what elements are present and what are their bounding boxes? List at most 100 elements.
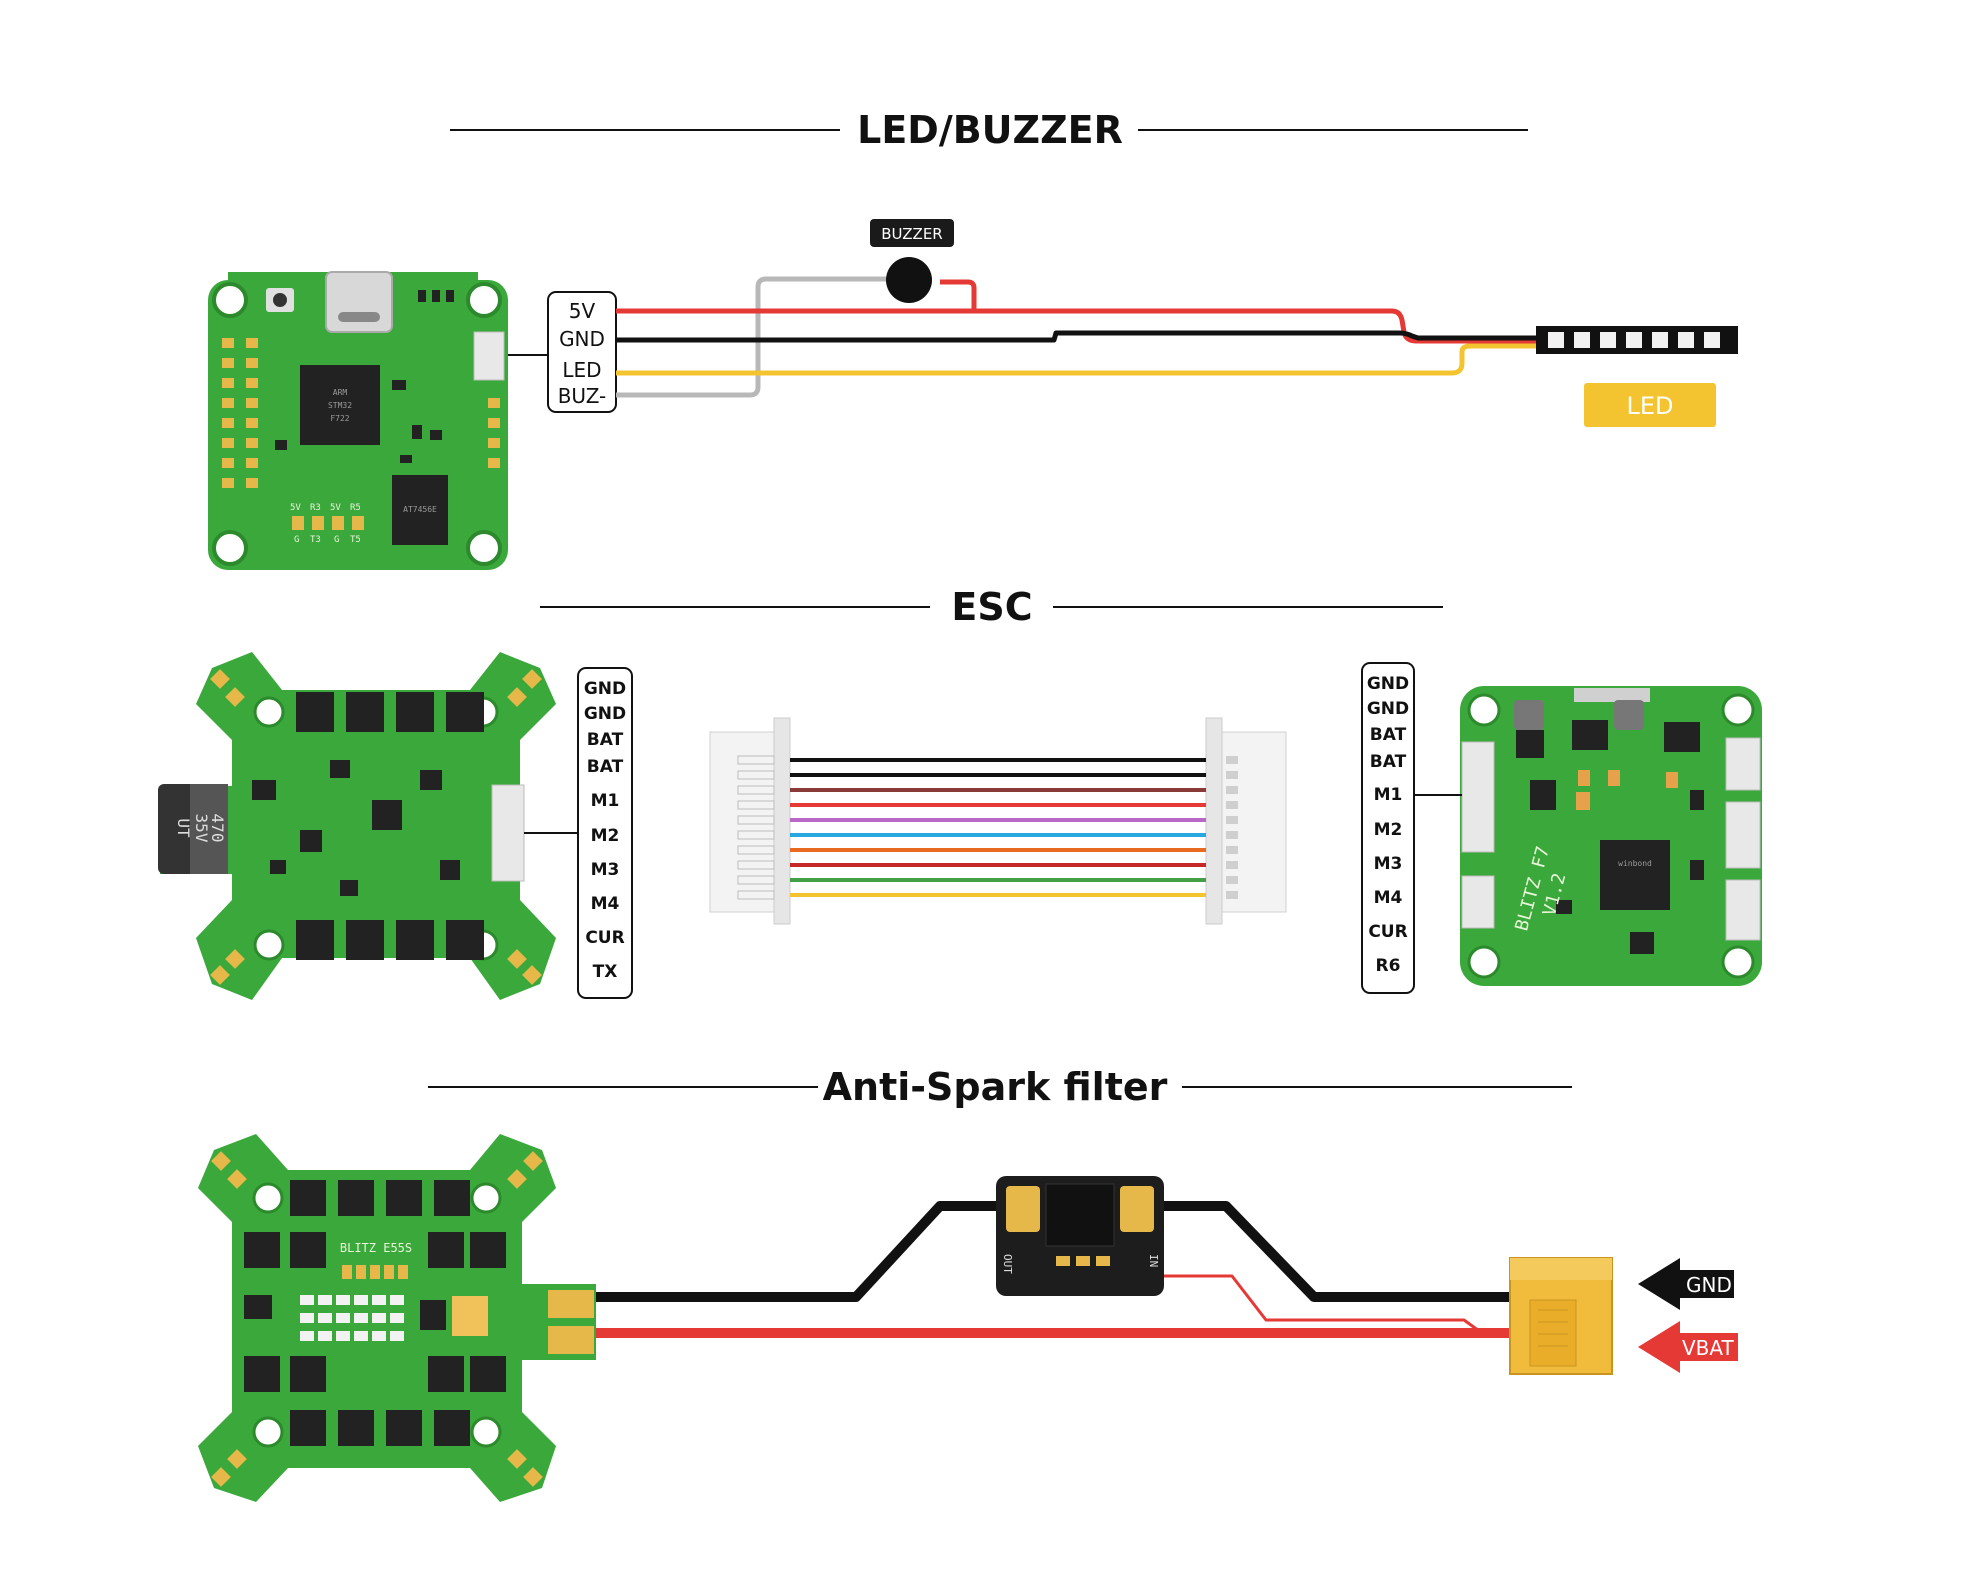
esc_right-pin-8: CUR [1368, 922, 1407, 942]
svg-text:IN: IN [1147, 1254, 1160, 1267]
antispark-wire-black-batt [1152, 1201, 1512, 1302]
section-title-esc: ESC [951, 585, 1032, 629]
ribbon-pin-left-8 [737, 875, 775, 885]
svg-text:470: 470 [208, 814, 227, 843]
esc_right-pin-1: GND [1367, 699, 1409, 719]
ribbon-pin-right-2 [1226, 786, 1238, 794]
ribbon-pin-right-1 [1226, 771, 1238, 779]
esc_right-pin-7: M4 [1374, 888, 1403, 908]
esc_right-pin-6: M3 [1374, 854, 1403, 874]
ribbon-pin-right-0 [1226, 756, 1238, 764]
esc_left-pin-5: M2 [591, 826, 620, 846]
antispark-filter-module: OUT IN [996, 1176, 1164, 1296]
wire-gnd [616, 330, 1540, 343]
svg-text:AT7456E: AT7456E [403, 505, 437, 514]
svg-text:F722: F722 [330, 414, 349, 423]
esc-left-pinout [577, 667, 633, 999]
led-strip: LED [1536, 326, 1738, 427]
svg-text:winbond: winbond [1618, 859, 1652, 868]
svg-text:T5: T5 [350, 535, 361, 545]
wire-5v [616, 308, 1540, 344]
esc-board-antispark: BLITZ E55S [198, 1134, 596, 1502]
esc_left-pin-1: GND [584, 704, 626, 724]
flight-controller-board: ARM STM32 F722 AT7456E 5V R3 5V R5 G T3 … [208, 271, 508, 570]
svg-text:OUT: OUT [1001, 1254, 1014, 1274]
mcu-chip [300, 365, 380, 445]
svg-text:BLITZ E55S: BLITZ E55S [340, 1241, 412, 1255]
esc_left-pin-4: M1 [591, 791, 620, 811]
ribbon-pin-right-7 [1226, 861, 1238, 869]
section-title-antispark: Anti-Spark filter [823, 1065, 1168, 1109]
ribbon-pin-left-5 [737, 830, 775, 840]
esc_left-pin-2: BAT [587, 730, 624, 750]
ribbon-pin-left-6 [737, 845, 775, 855]
esc_left-pin-7: M4 [591, 894, 620, 914]
svg-text:R5: R5 [350, 503, 361, 513]
antispark-wire-black-esc [596, 1201, 1008, 1302]
svg-text:ARM: ARM [333, 388, 348, 397]
svg-text:35V: 35V [192, 814, 211, 843]
ribbon-pin-left-0 [737, 755, 775, 765]
ribbon-pin-right-6 [1226, 846, 1238, 854]
esc_right-pin-5: M2 [1374, 820, 1403, 840]
ribbon-pin-right-9 [1226, 891, 1238, 899]
section-antispark-header: Anti-Spark filter [428, 1065, 1572, 1109]
xt60-connector [1509, 1257, 1613, 1375]
fc-led-connector [547, 291, 617, 413]
gnd-arrow: GND [1638, 1258, 1734, 1310]
antispark-wire-thin-red [1144, 1274, 1483, 1335]
esc_left-pin-0: GND [584, 679, 626, 699]
wire-5v-buzzer [940, 279, 977, 311]
esc_left-pin-9: TX [593, 962, 618, 982]
buzzer: BUZZER [870, 219, 954, 303]
ribbon-pin-right-4 [1226, 816, 1238, 824]
esc-ribbon-cable [709, 717, 1287, 925]
ribbon-pin-right-3 [1226, 801, 1238, 809]
svg-text:G: G [334, 535, 339, 545]
section-title-led-buzzer: LED/BUZZER [857, 108, 1123, 152]
svg-text:5V: 5V [290, 503, 301, 513]
osd-chip [392, 475, 448, 545]
led-label: LED [1626, 392, 1673, 420]
ribbon-pin-left-9 [737, 890, 775, 900]
ribbon-pin-left-7 [737, 860, 775, 870]
fc-board-right: winbond BLITZ F7 V1.2 [1460, 686, 1762, 986]
wire-led [616, 343, 1540, 376]
esc-board-left: 470 35V UT [158, 652, 556, 1000]
vbat-label: VBAT [1682, 1336, 1735, 1360]
gnd-label: GND [1686, 1273, 1732, 1297]
svg-text:5V: 5V [330, 503, 341, 513]
vbat-arrow: VBAT [1638, 1321, 1738, 1373]
esc_right-pin-9: R6 [1376, 956, 1401, 976]
svg-text:UT: UT [174, 818, 193, 838]
section-esc-header: ESC [540, 585, 1443, 629]
svg-text:G: G [294, 535, 299, 545]
fc-pin-label: GND [559, 327, 605, 351]
esc_right-pin-0: GND [1367, 674, 1409, 694]
usb-c-port [325, 271, 393, 333]
svg-text:T3: T3 [310, 535, 321, 545]
ribbon-pin-right-8 [1226, 876, 1238, 884]
fc-pin-label: BUZ- [558, 384, 607, 408]
ribbon-pin-left-3 [737, 800, 775, 810]
flash-chip [1600, 840, 1670, 910]
ribbon-pin-left-2 [737, 785, 775, 795]
esc-right-pinout [1361, 662, 1415, 994]
esc_left-pin-3: BAT [587, 757, 624, 777]
fc-pin-label: LED [562, 358, 601, 382]
esc_right-pin-2: BAT [1370, 725, 1407, 745]
svg-text:R3: R3 [310, 503, 321, 513]
ribbon-pin-left-1 [737, 770, 775, 780]
svg-text:STM32: STM32 [328, 401, 352, 410]
esc_right-pin-3: BAT [1370, 752, 1407, 772]
fc-pin-label: 5V [569, 299, 596, 323]
section-led-buzzer-header: LED/BUZZER [450, 108, 1528, 152]
esc_right-pin-4: M1 [1374, 785, 1403, 805]
esc_left-pin-8: CUR [585, 928, 624, 948]
esc_left-pin-6: M3 [591, 860, 620, 880]
wire-buz [616, 276, 920, 398]
buzzer-label: BUZZER [881, 225, 942, 243]
led-tag [1584, 383, 1716, 427]
ribbon-pin-right-5 [1226, 831, 1238, 839]
